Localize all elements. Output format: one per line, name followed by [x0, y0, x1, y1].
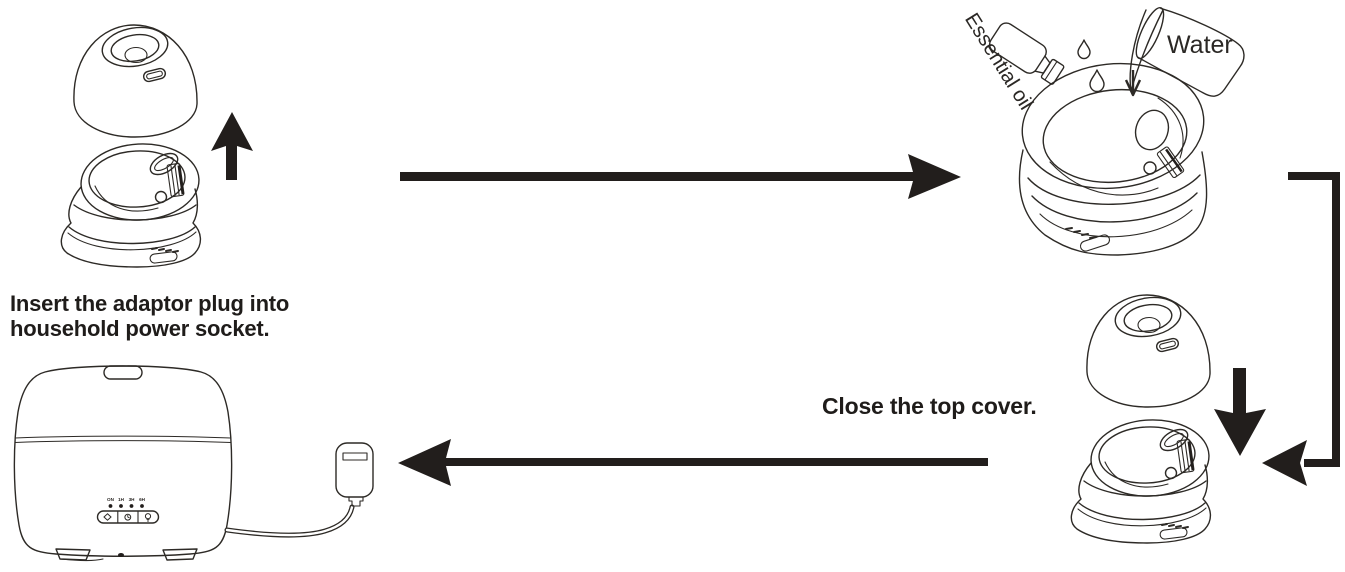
device-open-cover — [60, 22, 202, 268]
indicator-label-3h: 3H — [129, 497, 136, 502]
top-vent-slot — [103, 365, 143, 380]
device-foot — [162, 548, 198, 561]
oil-drop-icon — [1089, 69, 1105, 93]
essential-oil-bottle — [988, 22, 1065, 85]
adaptor-plug — [335, 442, 374, 507]
indicator-dot — [140, 504, 144, 508]
button-strip[interactable] — [96, 510, 160, 524]
power-cord — [224, 504, 355, 538]
pour-arrow-down-icon — [1124, 70, 1142, 97]
arrow-down-icon — [1214, 368, 1266, 456]
drain-hole — [118, 553, 124, 557]
device-assembled: ON 1H 3H 6H — [13, 365, 233, 562]
device-close-cover — [1070, 292, 1212, 544]
top-cover-illustration — [73, 22, 198, 138]
elbow-arrow-left-icon — [1262, 172, 1340, 486]
timer-icon[interactable] — [124, 513, 132, 521]
oil-drop-icon — [1077, 39, 1091, 60]
indicator-dot — [119, 504, 123, 508]
mist-icon[interactable] — [103, 513, 112, 521]
indicator-label-on: ON — [107, 497, 115, 502]
close-cover-caption: Close the top cover. — [822, 393, 1037, 419]
device-fill-tank — [1018, 62, 1208, 256]
base-tank-illustration — [60, 139, 202, 268]
indicator-label-1h: 1H — [118, 497, 125, 502]
indicator-dot — [129, 504, 134, 508]
arrow-left-icon — [398, 439, 988, 486]
water-cup — [1135, 7, 1245, 97]
essential-oil-label: Essential oil — [960, 9, 1037, 114]
indicator-dot — [108, 504, 113, 508]
light-icon[interactable] — [144, 513, 152, 522]
base-tank-illustration — [1070, 415, 1212, 544]
plug-in-caption: Insert the adaptor plug into household p… — [10, 291, 290, 341]
arrow-up-icon — [211, 112, 253, 180]
indicator-label-6h: 6H — [139, 497, 146, 502]
water-label: Water — [1167, 31, 1233, 59]
top-cover-illustration — [1086, 292, 1211, 408]
control-panel: ON 1H 3H 6H — [96, 497, 160, 524]
arrow-right-icon — [400, 154, 961, 199]
